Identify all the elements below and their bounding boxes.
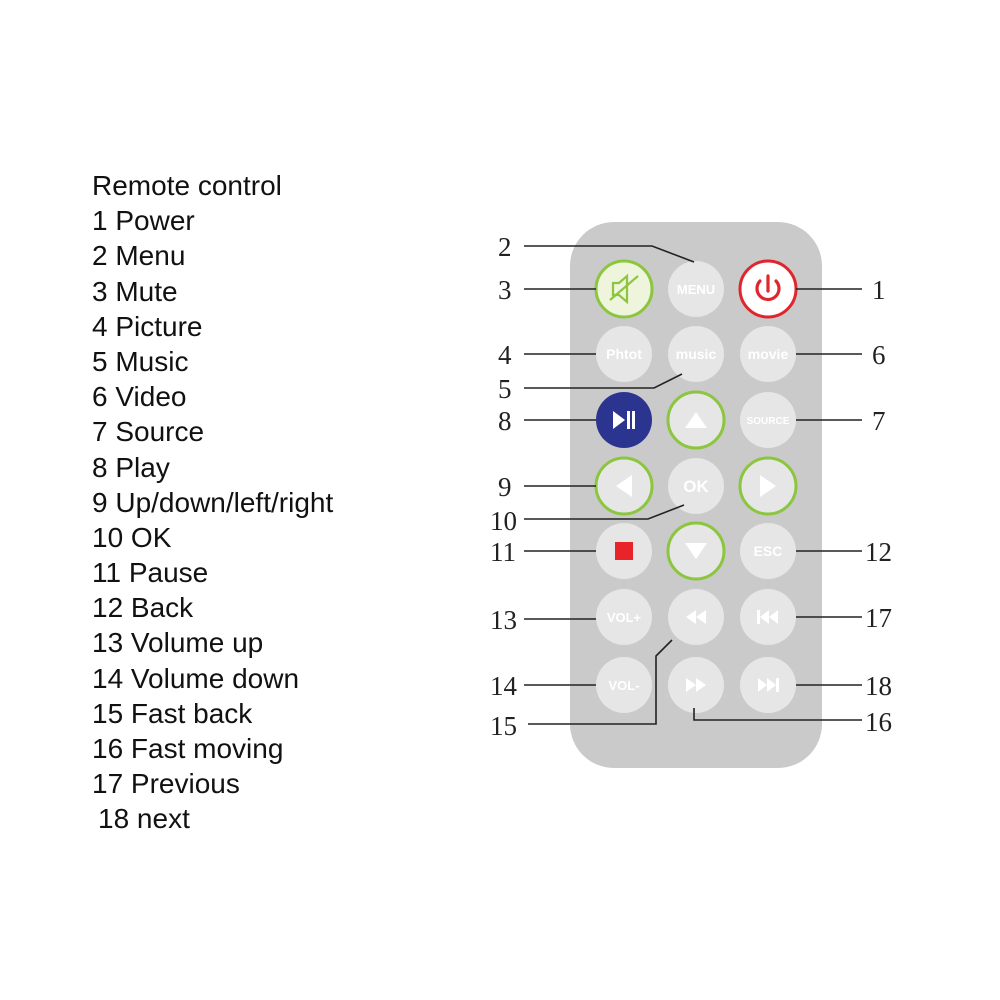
leader-line-10 bbox=[524, 504, 685, 520]
callout-13: 13 bbox=[490, 605, 517, 635]
legend-item: 14 Volume down bbox=[92, 662, 300, 694]
callout-8: 8 bbox=[498, 406, 512, 436]
movie-label: movie bbox=[748, 346, 789, 362]
ok-button[interactable]: OK bbox=[668, 458, 724, 514]
legend-item: 11 Pause bbox=[92, 557, 209, 589]
next-icon bbox=[758, 678, 779, 692]
music-label: music bbox=[676, 346, 717, 362]
legend-item: 10 OK bbox=[92, 521, 172, 553]
menu-button[interactable]: MENU bbox=[668, 261, 724, 317]
callout-2: 2 bbox=[498, 232, 512, 262]
callout-14: 14 bbox=[490, 671, 518, 701]
play-pause-button[interactable] bbox=[596, 392, 652, 448]
down-button[interactable] bbox=[666, 521, 726, 581]
up-button[interactable] bbox=[666, 390, 726, 450]
legend-item: 2 Menu bbox=[92, 240, 186, 272]
menu-label: MENU bbox=[677, 282, 715, 297]
fast-forward-icon bbox=[686, 678, 706, 692]
callout-5: 5 bbox=[498, 374, 512, 404]
source-button[interactable]: SOURCE bbox=[740, 392, 796, 448]
volume-down-button[interactable]: VOL- bbox=[596, 657, 652, 713]
play-pause-icon bbox=[613, 411, 635, 429]
legend-item: 18 next bbox=[98, 803, 190, 835]
fast-forward-button[interactable] bbox=[668, 657, 724, 713]
power-icon bbox=[755, 274, 781, 302]
legend-item: 6 Video bbox=[92, 381, 187, 413]
mute-button[interactable] bbox=[594, 259, 654, 319]
leader-line-16 bbox=[693, 708, 862, 721]
volume-up-button[interactable]: VOL+ bbox=[596, 589, 652, 645]
esc-button[interactable]: ESC bbox=[740, 523, 796, 579]
callout-numbers: 1 2 3 4 5 6 7 8 9 10 11 12 13 14 15 16 1… bbox=[490, 232, 892, 741]
legend-title: Remote control bbox=[92, 170, 282, 201]
previous-icon bbox=[757, 610, 778, 624]
callout-17: 17 bbox=[865, 603, 892, 633]
left-button[interactable] bbox=[594, 456, 654, 516]
callout-1: 1 bbox=[872, 275, 886, 305]
legend-item: 15 Fast back bbox=[92, 697, 253, 729]
arrow-down-icon bbox=[685, 543, 707, 559]
legend-item: 4 Picture bbox=[92, 310, 203, 342]
right-button[interactable] bbox=[738, 456, 798, 516]
legend-item: 5 Music bbox=[92, 345, 189, 377]
legend-item: 9 Up/down/left/right bbox=[92, 486, 334, 518]
rewind-icon bbox=[686, 610, 706, 624]
source-label: SOURCE bbox=[747, 416, 790, 427]
arrow-up-icon bbox=[685, 412, 707, 428]
legend-item: 13 Volume up bbox=[92, 627, 264, 659]
callout-9: 9 bbox=[498, 472, 512, 502]
arrow-right-icon bbox=[760, 475, 776, 497]
stop-button[interactable] bbox=[596, 523, 652, 579]
leader-line-2 bbox=[524, 245, 695, 263]
esc-label: ESC bbox=[754, 543, 783, 559]
previous-button[interactable] bbox=[740, 589, 796, 645]
callout-4: 4 bbox=[498, 340, 512, 370]
leader-line-15 bbox=[528, 639, 673, 725]
legend-item: 3 Mute bbox=[92, 275, 178, 307]
next-button[interactable] bbox=[740, 657, 796, 713]
leader-lines bbox=[524, 245, 862, 725]
legend-item: 8 Play bbox=[92, 451, 170, 483]
stop-icon bbox=[615, 542, 633, 560]
photo-button[interactable]: Phtot bbox=[596, 326, 652, 382]
callout-12: 12 bbox=[865, 537, 892, 567]
legend-item: 16 Fast moving bbox=[92, 733, 284, 764]
legend-list: Remote control 1 Power 2 Menu 3 Mute 4 P… bbox=[92, 168, 333, 837]
callout-3: 3 bbox=[498, 275, 512, 305]
callout-11: 11 bbox=[490, 537, 516, 567]
mute-icon bbox=[609, 273, 639, 305]
power-button[interactable] bbox=[738, 259, 798, 319]
movie-button[interactable]: movie bbox=[740, 326, 796, 382]
legend-item: 17 Previous bbox=[92, 768, 240, 800]
rewind-button[interactable] bbox=[668, 589, 724, 645]
callout-10: 10 bbox=[490, 506, 517, 536]
ok-label: OK bbox=[683, 477, 709, 496]
legend-item: 7 Source bbox=[92, 416, 205, 448]
callout-16: 16 bbox=[865, 707, 892, 737]
leader-line-5 bbox=[524, 373, 683, 389]
callout-6: 6 bbox=[872, 340, 886, 370]
callout-15: 15 bbox=[490, 711, 517, 741]
legend-item: 1 Power bbox=[92, 205, 195, 237]
volume-down-label: VOL- bbox=[608, 678, 639, 693]
callout-7: 7 bbox=[872, 406, 886, 436]
callout-18: 18 bbox=[865, 671, 892, 701]
legend-item: 12 Back bbox=[92, 592, 194, 624]
music-button[interactable]: music bbox=[668, 326, 724, 382]
photo-label: Phtot bbox=[606, 346, 642, 362]
volume-up-label: VOL+ bbox=[607, 610, 642, 625]
arrow-left-icon bbox=[616, 475, 632, 497]
